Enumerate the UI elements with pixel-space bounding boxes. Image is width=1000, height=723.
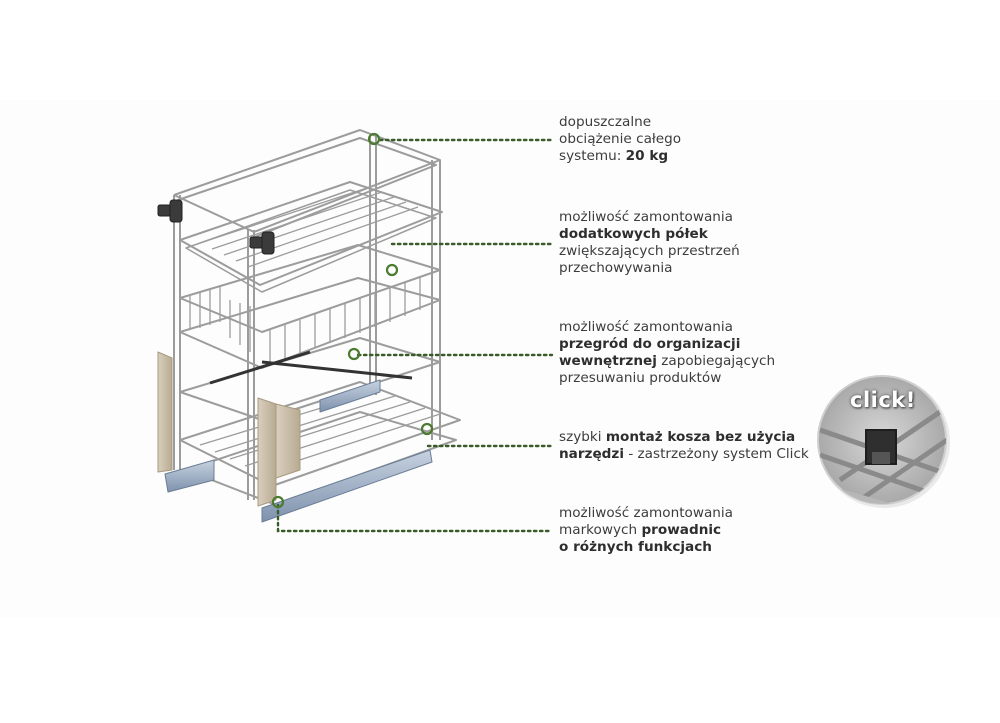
side-brackets xyxy=(157,351,301,507)
callout-line: o różnych funkcjach xyxy=(559,539,819,556)
marker-dividers xyxy=(347,347,361,361)
callout-line: możliwość zamontowania xyxy=(559,505,819,522)
callout-bold-text: dodatkowych półek xyxy=(559,226,708,242)
frame-uprights xyxy=(173,135,441,500)
callout-text: zwiększających przestrzeń xyxy=(559,243,740,259)
callout-line: możliwość zamontowania xyxy=(559,319,819,336)
callout-line: systemu: 20 kg xyxy=(559,148,819,165)
callout-line: wewnętrznej zapobiegających xyxy=(559,353,819,370)
click-badge: click! xyxy=(850,388,916,412)
callout-text: możliwość zamontowania xyxy=(559,209,734,225)
top-rail xyxy=(173,129,441,239)
top-shelf xyxy=(179,181,443,293)
leader-runners xyxy=(276,503,554,533)
callout-line: obciążenie całego xyxy=(559,131,819,148)
callout-bold-text: 20 kg xyxy=(625,148,669,164)
callout-text: szybki xyxy=(559,429,606,445)
callout-text: zapobiegających xyxy=(656,353,776,369)
callout-line: przesuwaniu produktów xyxy=(559,370,819,387)
callout-text: markowych xyxy=(559,522,642,538)
fixing-clips xyxy=(157,199,275,255)
callout-bold-text: przegród do organizacji xyxy=(559,336,741,352)
marker-load xyxy=(367,132,381,146)
callout-bold-text: narzędzi xyxy=(559,446,624,462)
callout-line: markowych prowadnic xyxy=(559,522,819,539)
callout-line: zwiększających przestrzeń xyxy=(559,243,819,260)
callout-line: przechowywania xyxy=(559,260,819,277)
lower-shelf xyxy=(179,337,441,421)
callout-text: przesuwaniu produktów xyxy=(559,370,722,386)
callout-bold-text: wewnętrznej xyxy=(559,353,657,369)
pull-out-runners xyxy=(164,379,433,523)
marker-runners xyxy=(271,495,285,509)
callout-line: szybki montaż kosza bez użycia xyxy=(559,429,859,446)
callout-line: dopuszczalne xyxy=(559,114,819,131)
wire-basket-illustration xyxy=(157,129,461,523)
callout-bold-text: montaż kosza bez użycia xyxy=(605,429,796,445)
callout-text: dopuszczalne xyxy=(559,114,652,130)
leader-lines xyxy=(276,138,554,533)
callout-text: systemu: xyxy=(559,148,626,164)
callout-text: przechowywania xyxy=(559,260,673,276)
callout-bold-text: o różnych funkcjach xyxy=(559,539,712,555)
marker-extra-shelves xyxy=(385,263,399,277)
middle-basket xyxy=(179,244,441,369)
callout-line: dodatkowych półek xyxy=(559,226,819,243)
callout-bold-text: prowadnic xyxy=(641,522,722,538)
callout-text: obciążenie całego xyxy=(559,131,682,147)
callout-text: możliwość zamontowania xyxy=(559,505,734,521)
callout-text: możliwość zamontowania xyxy=(559,319,734,335)
callout-markers xyxy=(271,132,434,509)
click-inset xyxy=(817,375,950,508)
callout-line: narzędzi - zastrzeżony system Click xyxy=(559,446,859,463)
callout-line: przegród do organizacji xyxy=(559,336,819,353)
callout-line: możliwość zamontowania xyxy=(559,209,819,226)
callout-text: - zastrzeżony system Click xyxy=(624,446,809,462)
marker-quick-mount xyxy=(420,422,434,436)
